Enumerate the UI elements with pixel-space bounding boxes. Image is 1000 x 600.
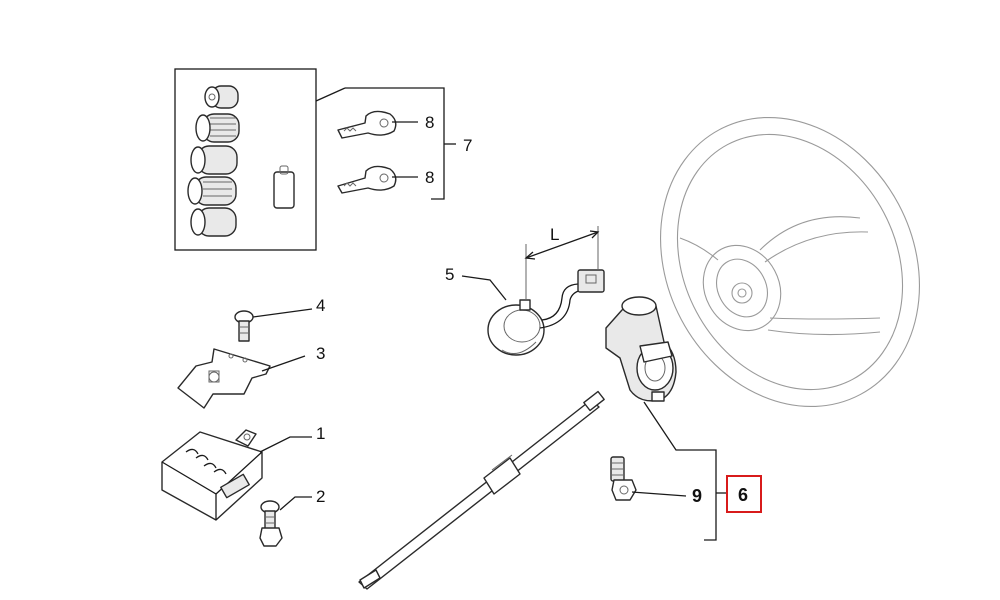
- callout-9: 9: [692, 486, 702, 506]
- callout-1: 1: [316, 424, 325, 443]
- callout-6-highlight-box: [726, 475, 762, 513]
- callout-8-upper: 8: [425, 113, 434, 132]
- lock-cylinder-1: [204, 85, 239, 109]
- control-unit-1: [161, 429, 263, 521]
- key-lower: [337, 165, 397, 194]
- contact-ring: [487, 269, 605, 356]
- steering-wheel: [660, 116, 920, 408]
- lock-cylinder-4: [187, 176, 237, 206]
- ignition-switch-housing: [605, 296, 677, 402]
- callout-8-lower: 8: [425, 168, 434, 187]
- steering-shaft: [358, 390, 605, 590]
- lock-set-inset: [174, 68, 317, 251]
- callout-5: 5: [445, 265, 454, 284]
- callout-3: 3: [316, 344, 325, 363]
- callout-6: 6: [738, 485, 748, 505]
- bracket-3: [177, 348, 271, 409]
- key-tag: [273, 165, 295, 209]
- lock-cylinder-3: [190, 145, 238, 175]
- callout-7: 7: [463, 136, 472, 155]
- key-upper: [337, 110, 397, 139]
- callout-2: 2: [316, 487, 325, 506]
- bolt-4: [234, 310, 254, 342]
- lock-cylinder-5: [190, 207, 237, 237]
- lock-cylinder-2: [195, 113, 240, 143]
- bolt-9: [610, 456, 637, 501]
- bolt-2: [259, 500, 283, 547]
- callout-4: 4: [316, 296, 325, 315]
- dimension-l-label: L: [550, 225, 559, 244]
- leader-lines: [252, 275, 728, 541]
